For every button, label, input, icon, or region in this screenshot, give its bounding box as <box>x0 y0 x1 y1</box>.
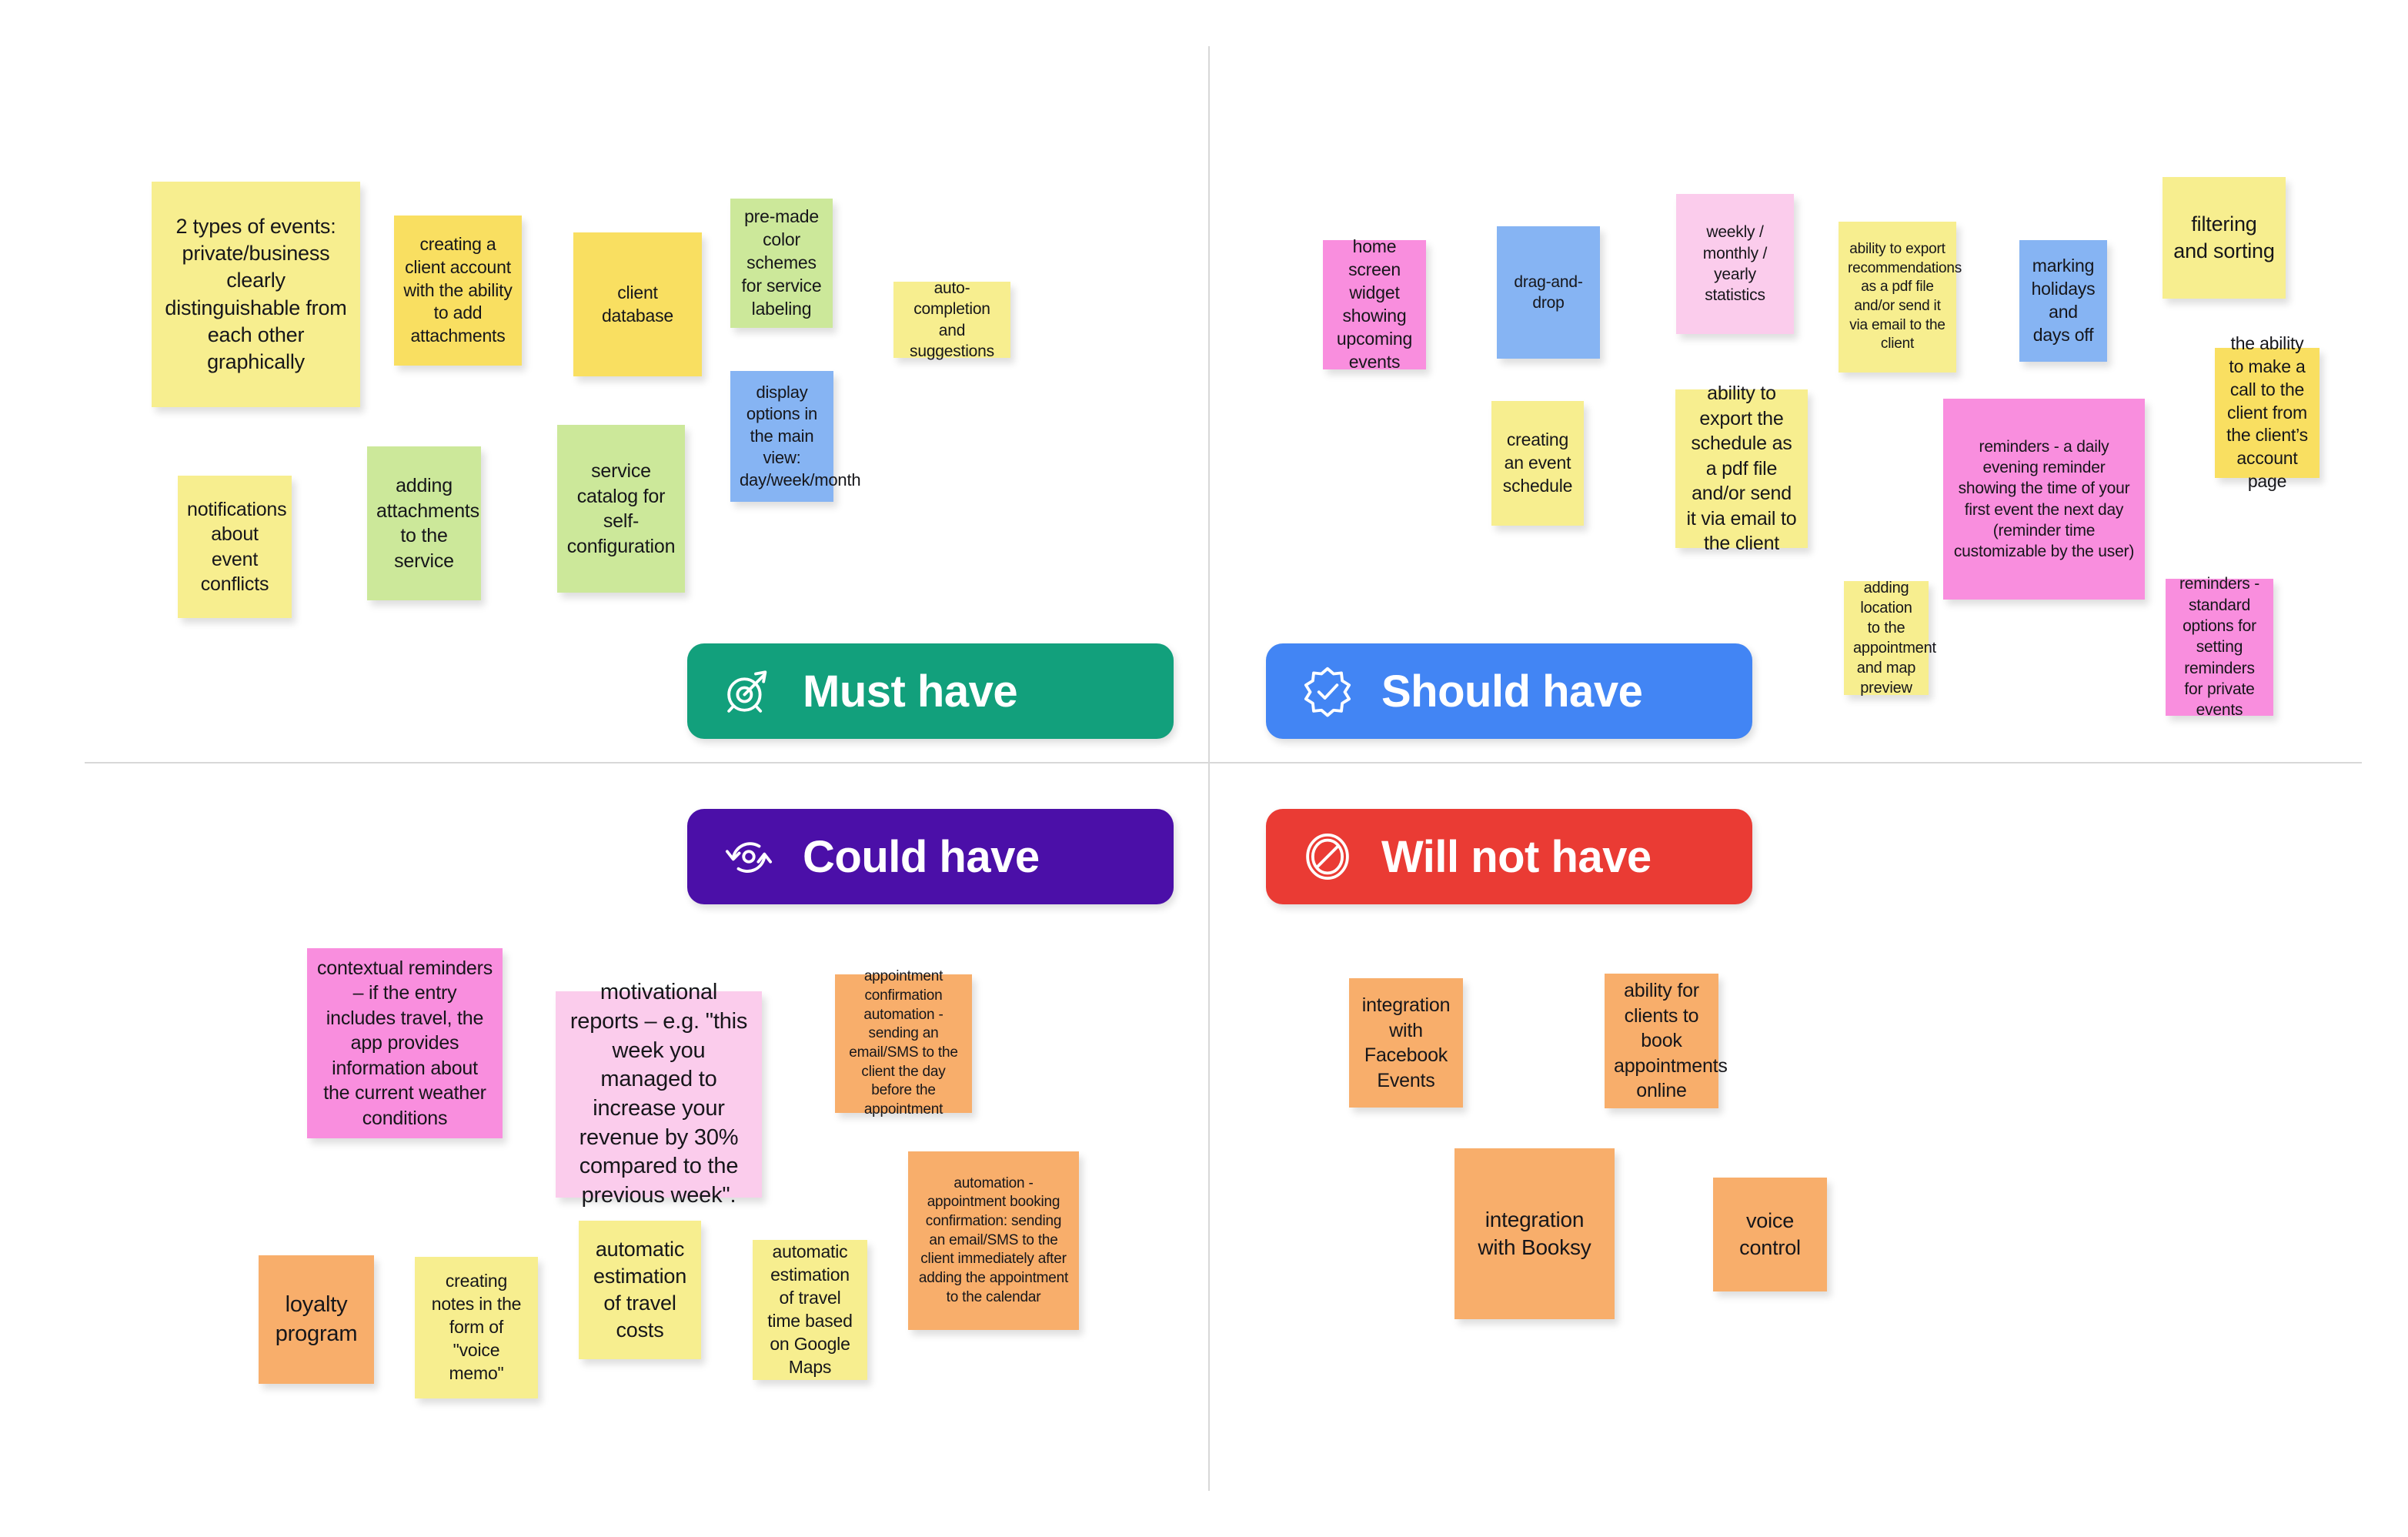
quadrant-label-must-have[interactable]: Must have <box>687 643 1174 739</box>
sticky-note-text: weekly / monthly / yearly statistics <box>1702 223 1768 305</box>
vertical-divider <box>1208 46 1210 1491</box>
sticky-note[interactable]: the ability to make a call to the client… <box>2215 333 2319 491</box>
sticky-note-text: integration with Booksy <box>1478 1207 1591 1259</box>
sticky-note[interactable]: marking holidays and days off <box>2019 240 2107 362</box>
sticky-note-text: voice control <box>1739 1208 1801 1259</box>
sticky-note[interactable]: adding attachments to the service <box>367 446 481 600</box>
sticky-note[interactable]: display options in the main view: day/we… <box>730 371 861 502</box>
sticky-note[interactable]: motivational reports – e.g. "this week y… <box>556 980 762 1208</box>
sticky-note[interactable]: ability for clients to book appointments… <box>1605 974 1728 1108</box>
sticky-note-text: ability for clients to book appointments… <box>1614 980 1728 1102</box>
sticky-note-text: creating an event schedule <box>1502 429 1573 496</box>
sticky-note-text: display options in the main view: day/we… <box>740 382 861 490</box>
sticky-note-text: home screen widget showing upcoming even… <box>1336 236 1413 372</box>
target-arrow-icon <box>721 663 777 719</box>
sticky-note[interactable]: ability to export the schedule as a pdf … <box>1675 383 1808 554</box>
sticky-note[interactable]: automatic estimation of travel costs <box>579 1221 701 1359</box>
refresh-cycle-icon <box>721 829 777 884</box>
prohibited-icon <box>1300 829 1355 884</box>
sticky-note-text: filtering and sorting <box>2173 212 2275 262</box>
sticky-note-text: the ability to make a call to the client… <box>2226 332 2308 492</box>
sticky-note-text: integration with Facebook Events <box>1361 994 1451 1091</box>
sticky-note-text: reminders - a daily evening reminder sho… <box>1953 437 2135 561</box>
sticky-note-text: creating notes in the form of "voice mem… <box>431 1271 522 1383</box>
sticky-note-text: reminders - standard options for setting… <box>2179 575 2259 720</box>
sticky-note[interactable]: notifications about event conflicts <box>178 476 292 618</box>
sticky-note[interactable]: appointment confirmation automation - se… <box>835 968 972 1118</box>
sticky-note-text: pre-made color schemes for service label… <box>741 206 822 319</box>
sticky-note-text: loyalty program <box>275 1291 358 1346</box>
sticky-note-text: drag-and-drop <box>1514 272 1583 312</box>
sticky-note-text: notifications about event conflicts <box>187 498 287 596</box>
sticky-note-text: 2 types of events: private/business clea… <box>165 215 347 373</box>
sticky-note[interactable]: home screen widget showing upcoming even… <box>1323 236 1426 372</box>
sticky-note[interactable]: 2 types of events: private/business clea… <box>152 182 360 407</box>
sticky-note-text: automatic estimation of travel costs <box>593 1237 687 1342</box>
quadrant-label-should-have[interactable]: Should have <box>1266 643 1752 739</box>
sticky-note[interactable]: voice control <box>1713 1178 1827 1291</box>
sticky-note[interactable]: pre-made color schemes for service label… <box>730 199 833 328</box>
sticky-note[interactable]: filtering and sorting <box>2163 177 2286 299</box>
sticky-note[interactable]: creating a client account with the abili… <box>394 216 522 366</box>
sticky-note[interactable]: creating an event schedule <box>1491 401 1584 526</box>
sticky-note-text: contextual reminders – if the entry incl… <box>316 957 493 1129</box>
sticky-note[interactable]: reminders - a daily evening reminder sho… <box>1943 399 2145 600</box>
badge-check-icon <box>1300 663 1355 719</box>
quadrant-label-text: Must have <box>803 666 1018 717</box>
sticky-note[interactable]: ability to export recommendations as a p… <box>1839 222 1962 373</box>
sticky-note-text: ability to export recommendations as a p… <box>1848 240 1962 353</box>
sticky-note[interactable]: loyalty program <box>259 1255 374 1384</box>
sticky-note[interactable]: integration with Facebook Events <box>1349 978 1463 1108</box>
sticky-note[interactable]: adding location to the appointment and m… <box>1844 580 1936 697</box>
quadrant-label-will-not-have[interactable]: Will not have <box>1266 809 1752 904</box>
quadrant-label-text: Should have <box>1381 666 1643 717</box>
sticky-note[interactable]: drag-and-drop <box>1497 226 1600 359</box>
sticky-note-text: marking holidays and days off <box>2031 256 2096 345</box>
sticky-note-text: automatic estimation of travel time base… <box>767 1241 853 1377</box>
sticky-note-text: creating a client account with the abili… <box>403 233 513 346</box>
sticky-note-text: client database <box>601 282 674 326</box>
sticky-note-text: ability to export the schedule as a pdf … <box>1686 383 1797 555</box>
sticky-note[interactable]: service catalog for self-configuration <box>557 425 685 593</box>
sticky-note-text: adding attachments to the service <box>376 475 479 572</box>
sticky-note-text: appointment confirmation automation - se… <box>849 968 958 1118</box>
sticky-note[interactable]: contextual reminders – if the entry incl… <box>307 948 503 1138</box>
sticky-note[interactable]: client database <box>573 232 702 376</box>
sticky-note-text: automation - appointment booking confirm… <box>918 1174 1069 1305</box>
quadrant-label-text: Will not have <box>1381 831 1652 882</box>
sticky-note-text: adding location to the appointment and m… <box>1853 580 1936 697</box>
sticky-note[interactable]: integration with Booksy <box>1454 1148 1615 1319</box>
sticky-note-text: service catalog for self-configuration <box>566 460 676 557</box>
sticky-note[interactable]: automatic estimation of travel time base… <box>753 1240 867 1380</box>
sticky-note[interactable]: auto-completion and suggestions <box>893 279 1010 360</box>
sticky-note[interactable]: weekly / monthly / yearly statistics <box>1676 194 1794 334</box>
sticky-note[interactable]: creating notes in the form of "voice mem… <box>415 1257 538 1398</box>
quadrant-label-could-have[interactable]: Could have <box>687 809 1174 904</box>
sticky-note-text: motivational reports – e.g. "this week y… <box>569 980 748 1208</box>
sticky-note[interactable]: automation - appointment booking confirm… <box>908 1151 1079 1330</box>
sticky-note-text: auto-completion and suggestions <box>910 279 994 360</box>
horizontal-divider <box>85 762 2362 763</box>
sticky-note[interactable]: reminders - standard options for setting… <box>2166 575 2273 719</box>
quadrant-label-text: Could have <box>803 831 1040 882</box>
